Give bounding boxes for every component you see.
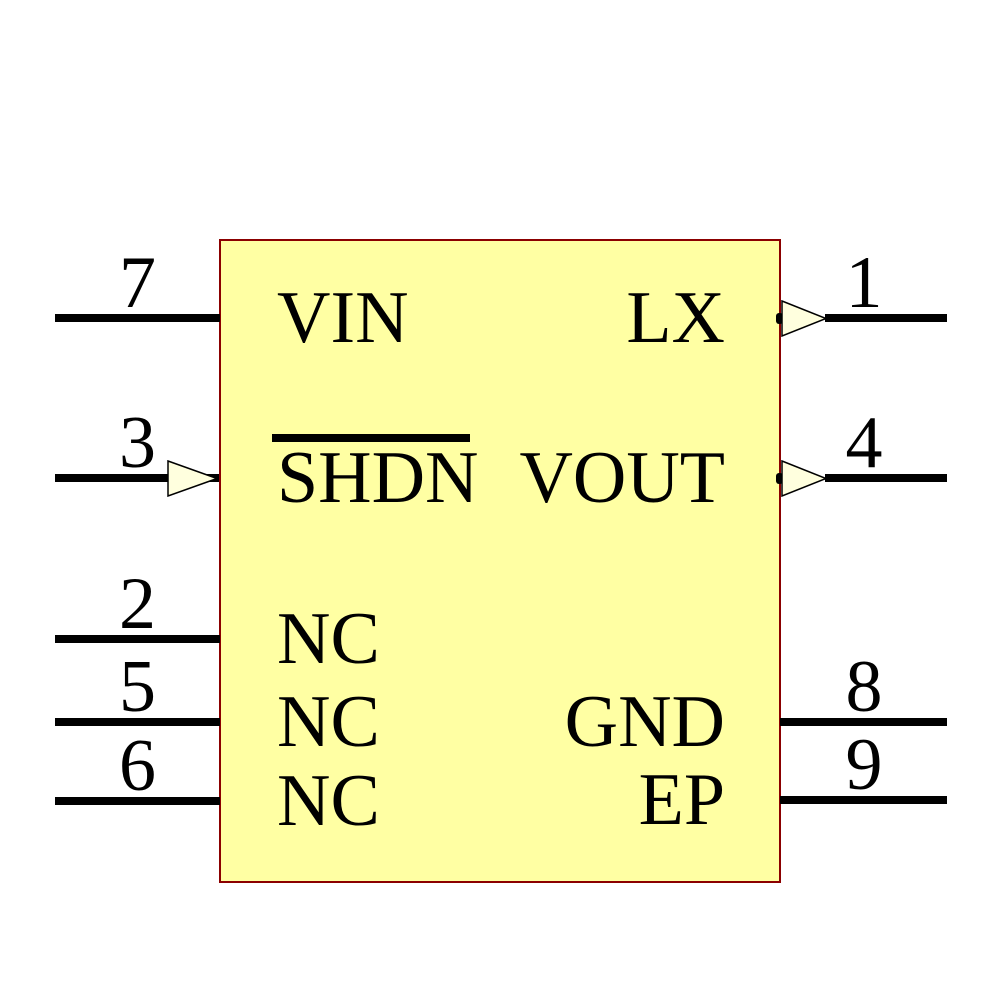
pin-number-8: 8: [845, 646, 883, 728]
pin-stub-4: [776, 473, 783, 484]
pin-label-vout: VOUT: [519, 437, 725, 519]
output-arrow-icon: [781, 300, 828, 337]
pin-line-6[interactable]: [55, 797, 220, 805]
pin-number-6: 6: [119, 725, 156, 807]
pin-line-3[interactable]: [55, 474, 219, 482]
pin-number-3: 3: [119, 402, 156, 484]
pin-line-7[interactable]: [55, 314, 220, 322]
pin-label-gnd: GND: [564, 681, 725, 763]
pin-number-1: 1: [845, 242, 883, 324]
pin-label-nc-1: NC: [277, 598, 380, 680]
pin-number-4: 4: [845, 402, 883, 484]
output-arrow-icon: [781, 460, 828, 497]
pin-line-1[interactable]: [825, 314, 947, 322]
pin-label-shdn: SHDN: [277, 437, 479, 519]
pin-label-vin: VIN: [277, 277, 409, 359]
shdn-overline-bar: [272, 434, 470, 442]
pin-stub-1: [776, 313, 783, 324]
pin-label-ep: EP: [638, 759, 725, 841]
ic-body[interactable]: [219, 239, 781, 883]
pin-number-5: 5: [119, 646, 156, 728]
pin-line-2[interactable]: [55, 635, 220, 643]
input-arrow-icon: [167, 460, 219, 497]
pin-line-9[interactable]: [780, 796, 947, 804]
pin-number-7: 7: [119, 242, 156, 324]
pin-number-2: 2: [119, 563, 156, 645]
pin-label-nc-2: NC: [277, 681, 380, 763]
pin-line-4[interactable]: [825, 474, 947, 482]
pin-line-8[interactable]: [780, 718, 947, 726]
pin-number-9: 9: [845, 724, 883, 806]
pin-line-5[interactable]: [55, 718, 220, 726]
pin-label-lx: LX: [626, 277, 725, 359]
pin-label-nc-3: NC: [277, 760, 380, 842]
